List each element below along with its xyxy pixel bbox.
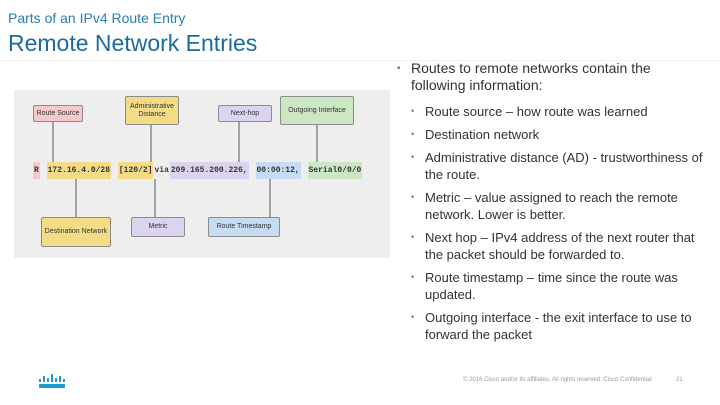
- square-bullet-icon: ▪: [397, 63, 401, 74]
- list-item-text: Next hop – IPv4 address of the next rout…: [425, 230, 695, 262]
- route-entry-diagram: Route Source Administrative Distance Nex…: [14, 90, 390, 258]
- list-item: • Next hop – IPv4 address of the next ro…: [397, 229, 707, 263]
- bullet-dot-icon: •: [411, 312, 415, 322]
- administrative-distance-box: Administrative Distance: [125, 96, 179, 125]
- route-timestamp: 00:00:12,: [255, 162, 301, 179]
- list-item-text: Route source – how route was learned: [425, 104, 648, 119]
- list-item: • Destination network: [397, 126, 707, 143]
- cisco-logo-icon: [38, 373, 68, 394]
- intro-bullet: ▪ Routes to remote networks contain the …: [397, 60, 707, 94]
- outgoing-interface-box: Outgoing Interface: [280, 96, 354, 125]
- list-item: • Route timestamp – time since the route…: [397, 269, 707, 303]
- list-item: • Route source – how route was learned: [397, 103, 707, 120]
- bullet-dot-icon: •: [411, 192, 415, 202]
- list-item-text: Administrative distance (AD) - trustwort…: [425, 150, 703, 182]
- list-item-text: Destination network: [425, 127, 540, 142]
- intro-text: Routes to remote networks contain the fo…: [411, 60, 651, 93]
- route-next-hop: 209.165.200.226,: [169, 162, 249, 179]
- list-item-text: Metric – value assigned to reach the rem…: [425, 190, 678, 222]
- list-item-text: Outgoing interface - the exit interface …: [425, 310, 692, 342]
- list-item: • Administrative distance (AD) - trustwo…: [397, 149, 707, 183]
- route-code: R: [33, 162, 40, 179]
- title-divider: [0, 60, 720, 61]
- route-interface: Serial0/0/0: [307, 162, 363, 179]
- bullet-dot-icon: •: [411, 129, 415, 139]
- slide-subtitle: Parts of an IPv4 Route Entry: [8, 10, 186, 26]
- route-ad-metric: [120/2]: [117, 162, 154, 179]
- connector-lines: [52, 122, 318, 217]
- route-source-box: Route Source: [33, 105, 83, 122]
- next-hop-box: Next-hop: [218, 105, 272, 122]
- bullet-dot-icon: •: [411, 232, 415, 242]
- copyright-footer: © 2016 Cisco and/or its affiliates. All …: [463, 377, 652, 383]
- route-timestamp-box: Route Timestamp: [208, 217, 280, 237]
- list-item: • Metric – value assigned to reach the r…: [397, 189, 707, 223]
- bullet-dot-icon: •: [411, 152, 415, 162]
- route-network: 172.16.4.0/28: [46, 162, 112, 179]
- list-item: • Outgoing interface - the exit interfac…: [397, 309, 707, 343]
- metric-box: Metric: [131, 217, 185, 237]
- bullet-list: ▪ Routes to remote networks contain the …: [397, 60, 707, 343]
- bullet-dot-icon: •: [411, 272, 415, 282]
- route-entry-line: R 172.16.4.0/28 [120/2] via 209.165.200.…: [33, 162, 363, 179]
- page-number: 21: [676, 377, 683, 383]
- route-via: via: [154, 166, 169, 175]
- slide-title: Remote Network Entries: [8, 30, 258, 56]
- destination-network-box: Destination Network: [41, 217, 111, 247]
- bullet-dot-icon: •: [411, 106, 415, 116]
- list-item-text: Route timestamp – time since the route w…: [425, 270, 678, 302]
